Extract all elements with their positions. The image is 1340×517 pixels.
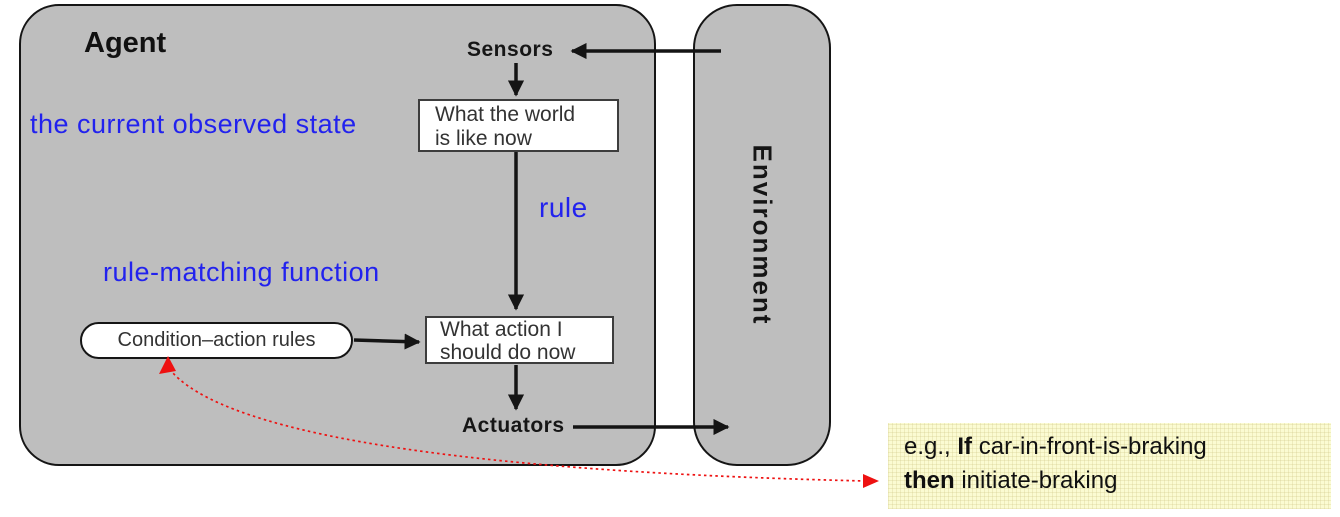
example-rule-line1: e.g., If car-in-front-is-braking (904, 430, 1331, 464)
note-if-keyword: If (957, 433, 973, 460)
note-action: initiate-braking (954, 467, 1118, 494)
example-rule-line2: then initiate-braking (904, 464, 1331, 498)
example-rule-note: e.g., If car-in-front-is-braking then in… (888, 423, 1331, 509)
world-state-line2: is like now (435, 127, 532, 150)
world-state-line1: What the world (435, 103, 576, 126)
sensors-label: Sensors (467, 38, 554, 61)
environment-title: Environment (747, 144, 778, 326)
agent-title: Agent (84, 27, 167, 59)
action-choice-line1: What action I (440, 318, 563, 341)
note-prefix: e.g., (904, 433, 958, 460)
environment-container: Environment (693, 4, 831, 466)
red-arrowhead-right-icon (863, 474, 879, 488)
world-state-box: What the world is like now (418, 99, 619, 152)
annotation-rule: rule (539, 192, 588, 223)
annotation-observed-state: the current observed state (30, 109, 357, 139)
annotation-rule-matching-function: rule-matching function (103, 257, 380, 287)
condition-action-rules-label: Condition–action rules (117, 329, 316, 351)
actuators-label: Actuators (462, 414, 565, 437)
note-condition: car-in-front-is-braking (972, 433, 1207, 460)
agent-container: Agent (19, 4, 656, 466)
condition-action-rules-oval: Condition–action rules (80, 322, 353, 359)
action-choice-box: What action I should do now (425, 316, 614, 364)
note-then-keyword: then (904, 467, 955, 494)
action-choice-line2: should do now (440, 341, 576, 364)
